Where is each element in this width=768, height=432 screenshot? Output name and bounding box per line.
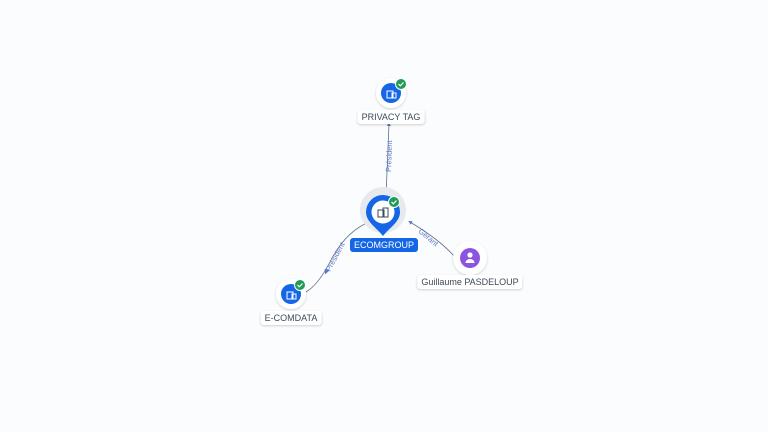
node-guillaume-pasdeloup[interactable] <box>453 241 487 275</box>
person-icon <box>465 252 475 263</box>
node-ecomgroup[interactable] <box>360 187 406 236</box>
building-icon <box>286 291 297 300</box>
node-e-comdata[interactable] <box>276 279 306 309</box>
building-icon <box>386 90 397 99</box>
verified-check-icon <box>395 78 407 90</box>
edge-to-e-comdata[interactable]: Président <box>305 221 370 293</box>
node-label-guillaume-pasdeloup[interactable]: Guillaume PASDELOUP <box>417 275 523 289</box>
node-label-privacy-tag[interactable]: PRIVACY TAG <box>357 110 425 124</box>
verified-check-icon <box>388 196 400 208</box>
node-label-ecomgroup[interactable]: ECOMGROUP <box>349 238 419 252</box>
edge-to-privacy-tag[interactable]: Président <box>384 122 394 197</box>
building-icon <box>377 207 389 218</box>
edge-label-gerant: Gérant <box>417 227 441 249</box>
edge-label-president-ecomdata: Président <box>324 240 347 273</box>
verified-check-icon <box>294 279 306 291</box>
node-label-e-comdata[interactable]: E-COMDATA <box>260 311 322 325</box>
edge-label-president-privacy: Président <box>384 139 394 172</box>
node-privacy-tag[interactable] <box>376 78 407 108</box>
